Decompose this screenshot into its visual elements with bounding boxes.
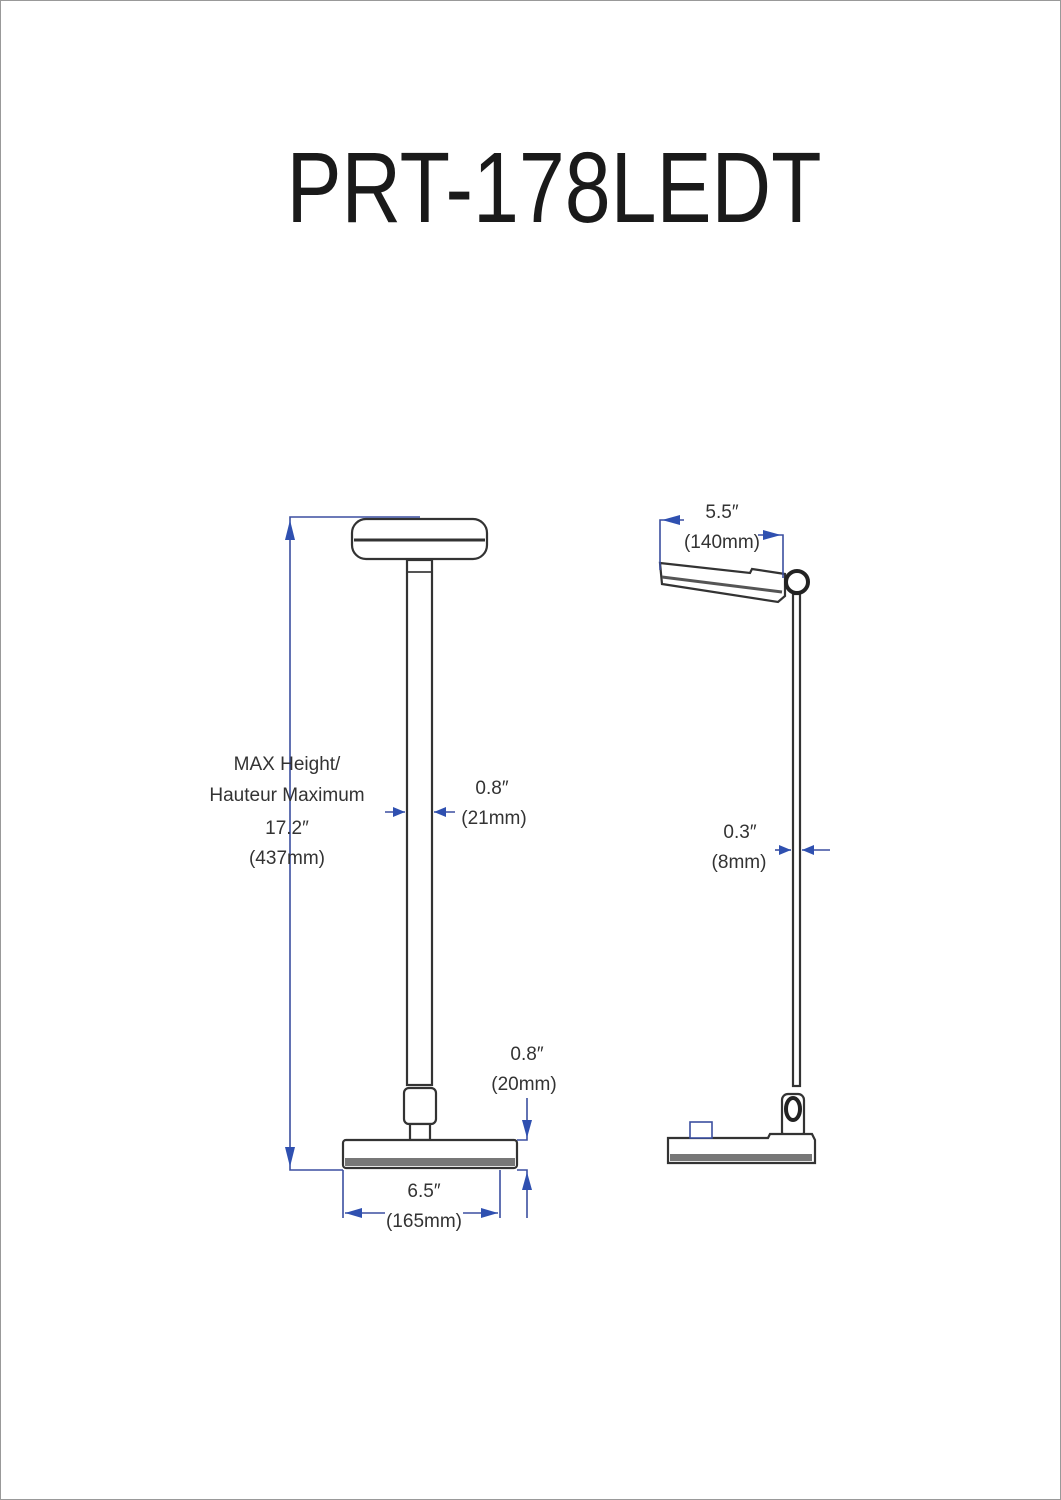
base-width-inches: 6.5″ [407, 1181, 440, 1202]
side-lamp-head [658, 561, 787, 604]
page-title: PRT-178LEDT [287, 132, 822, 244]
side-dimensions [659, 515, 830, 855]
base-height-mm: (20mm) [491, 1074, 556, 1095]
front-view-lamp [341, 517, 519, 1170]
side-view-lamp [658, 561, 817, 1165]
head-length-inches: 5.5″ [705, 502, 738, 523]
side-button [689, 1121, 713, 1139]
max-height-label: MAX Height/ [234, 754, 341, 775]
height-inches: 17.2″ [265, 818, 309, 839]
base-height-inches: 0.8″ [510, 1044, 543, 1065]
side-pole-mm: (8mm) [712, 852, 767, 873]
lamp-pole [405, 558, 434, 1087]
side-pole-inches: 0.3″ [723, 822, 756, 843]
side-base-joint [784, 1096, 802, 1122]
base-width-mm: (165mm) [386, 1211, 462, 1232]
pole-width-mm: (21mm) [461, 808, 526, 829]
pole-width-inches: 0.8″ [475, 778, 508, 799]
lamp-joint [402, 1086, 438, 1126]
max-height-label-fr: Hauteur Maximum [209, 785, 364, 806]
side-head-joint [784, 569, 810, 595]
height-mm: (437mm) [249, 848, 325, 869]
side-lamp-pole [791, 592, 802, 1088]
head-length-mm: (140mm) [684, 532, 760, 553]
front-dimensions [285, 516, 532, 1218]
